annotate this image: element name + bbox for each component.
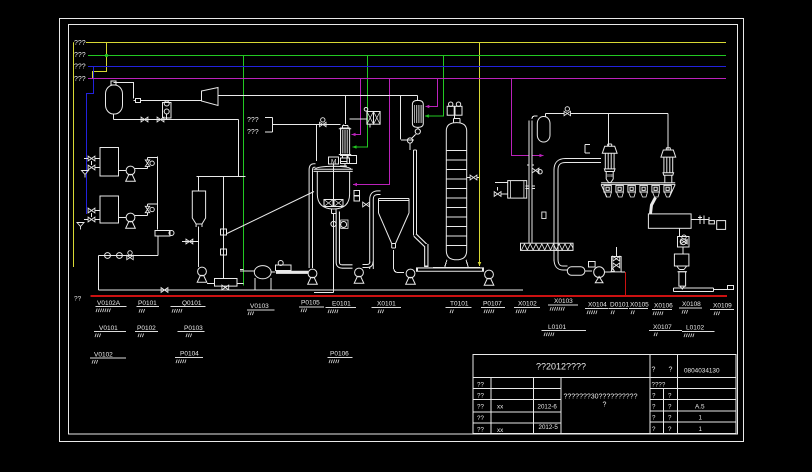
svg-text:????: ???? xyxy=(652,382,666,389)
svg-text:A.5: A.5 xyxy=(695,404,705,411)
svg-text:Q0101: Q0101 xyxy=(182,300,202,307)
svg-text:???: ??? xyxy=(247,129,259,136)
svg-text:???: ??? xyxy=(247,117,259,124)
svg-text:??2012????: ??2012???? xyxy=(536,362,586,372)
svg-text:P0106: P0106 xyxy=(330,351,349,358)
svg-text:???: ??? xyxy=(74,64,86,71)
svg-text:V0103: V0103 xyxy=(250,303,269,310)
svg-text:P0104: P0104 xyxy=(180,351,199,358)
svg-text:X0102: X0102 xyxy=(518,301,537,308)
svg-text:2012-6: 2012-6 xyxy=(538,404,558,411)
svg-text:??: ?? xyxy=(477,404,484,411)
svg-text:??: ?? xyxy=(477,426,484,433)
svg-text:xx: xx xyxy=(497,427,504,434)
svg-text:E0101: E0101 xyxy=(332,301,351,308)
svg-text:P0107: P0107 xyxy=(483,301,502,308)
svg-text:X0109: X0109 xyxy=(713,303,732,310)
svg-text:???: ??? xyxy=(74,76,86,83)
svg-text:???: ??? xyxy=(74,52,86,59)
svg-text:L0101: L0101 xyxy=(548,324,566,331)
svg-text:X0105: X0105 xyxy=(630,302,649,309)
svg-text:P0103: P0103 xyxy=(184,325,203,332)
svg-text:0804034130: 0804034130 xyxy=(684,368,720,375)
svg-text:V0102A: V0102A xyxy=(97,300,121,307)
svg-text:P0102: P0102 xyxy=(137,325,156,332)
svg-text:?: ? xyxy=(668,426,672,433)
svg-text:???????30??????????: ???????30?????????? xyxy=(564,394,638,401)
svg-text:M: M xyxy=(331,159,336,166)
svg-text:X0107: X0107 xyxy=(653,324,672,331)
svg-text:X0103: X0103 xyxy=(554,298,573,305)
svg-text:?: ? xyxy=(652,393,656,400)
svg-text:X0101: X0101 xyxy=(377,301,396,308)
svg-text:2012-5: 2012-5 xyxy=(539,424,559,431)
svg-text:??: ?? xyxy=(477,381,484,388)
svg-text:?: ? xyxy=(652,367,656,374)
svg-text:T0101: T0101 xyxy=(450,301,469,308)
svg-text:??: ?? xyxy=(477,392,484,399)
svg-text:X0104: X0104 xyxy=(588,302,607,309)
svg-text:1: 1 xyxy=(699,426,703,433)
svg-text:?: ? xyxy=(652,415,656,422)
svg-text:V0102: V0102 xyxy=(94,352,113,359)
svg-text:X0106: X0106 xyxy=(654,303,673,310)
svg-text:?: ? xyxy=(652,404,656,411)
svg-text:?: ? xyxy=(603,402,607,409)
svg-text:??: ?? xyxy=(74,296,82,303)
svg-text:?: ? xyxy=(668,393,672,400)
svg-text:??: ?? xyxy=(477,415,484,422)
svg-text:1: 1 xyxy=(699,415,703,422)
svg-text:?: ? xyxy=(668,404,672,411)
svg-text:???: ??? xyxy=(74,40,86,47)
svg-text:X0108: X0108 xyxy=(682,301,701,308)
svg-text:xx: xx xyxy=(497,404,504,411)
svg-text:P0101: P0101 xyxy=(138,300,157,307)
svg-text:?: ? xyxy=(652,426,656,433)
svg-text:L0102: L0102 xyxy=(686,325,704,332)
svg-text:?: ? xyxy=(668,415,672,422)
svg-text:V0101: V0101 xyxy=(99,325,118,332)
svg-text:D0101: D0101 xyxy=(610,302,630,309)
svg-text:?: ? xyxy=(669,367,673,374)
svg-text:P0105: P0105 xyxy=(301,300,320,307)
